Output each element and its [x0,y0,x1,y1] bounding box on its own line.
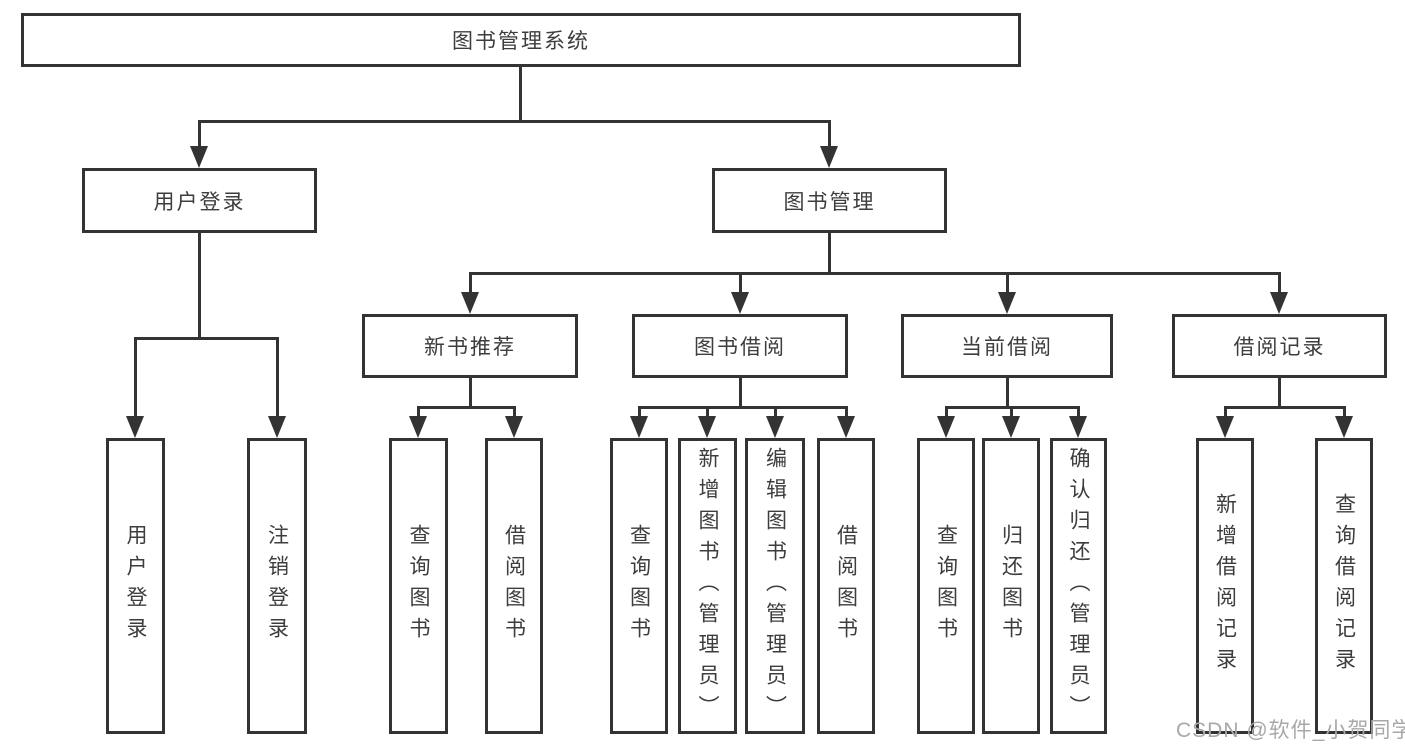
leaf-return-books: 归还图书 [982,438,1040,734]
connector-bus-user-login [134,337,279,340]
arrow-down-icon [1069,416,1087,438]
connector-line [276,337,279,417]
node-label: 查询图书 [934,524,958,648]
arrow-down-icon [998,292,1016,314]
connector-trunk [739,378,742,406]
leaf-logout: 注销登录 [247,438,307,734]
leaf-query-books-current: 查询图书 [917,438,975,734]
arrow-down-icon [837,416,855,438]
connector-line [1278,272,1281,294]
node-label: 归还图书 [999,524,1023,648]
node-user-login: 用户登录 [82,168,317,233]
connector-line [945,406,948,418]
leaf-borrow-books-recommendation: 借阅图书 [485,438,543,734]
connector-line [1224,406,1227,418]
leaf-query-borrowing-record: 查询借阅记录 [1315,438,1373,734]
connector-bus [1224,406,1346,409]
node-label: 借阅图书 [834,524,858,648]
leaf-user-login: 用户登录 [106,438,165,734]
leaf-borrow-books-borrowing: 借阅图书 [817,438,875,734]
connector-line [638,406,641,418]
arrow-down-icon [630,416,648,438]
connector-trunk-user-login [198,233,201,340]
connector-bus-level3 [469,272,1281,275]
connector-line [469,272,472,294]
arrow-down-icon [1002,416,1020,438]
connector-line [1077,406,1080,418]
connector-line [845,406,848,418]
node-label: 借阅记录 [1233,336,1326,359]
node-label: 新书推荐 [424,336,516,359]
arrow-down-icon [268,416,286,438]
arrow-down-icon [766,416,784,438]
arrow-down-icon [126,416,144,438]
leaf-query-books-recommendation: 查询图书 [389,438,448,734]
node-label: 图书管理系统 [452,30,590,53]
leaf-query-books-borrowing: 查询图书 [610,438,668,734]
connector-bus [417,406,516,409]
connector-line [706,406,709,418]
connector-trunk [1006,378,1009,406]
connector-line [1010,406,1013,418]
node-label: 用户登录 [153,190,246,214]
node-label: 查询图书 [407,524,430,648]
node-current-borrowing: 当前借阅 [901,314,1113,378]
node-book-management: 图书管理 [712,168,947,233]
node-label: 注销登录 [265,524,289,648]
connector-line [513,406,516,418]
arrow-down-icon [820,146,838,168]
arrow-down-icon [698,416,716,438]
arrow-down-icon [937,416,955,438]
connector-trunk-book-management [828,233,831,274]
connector-line [828,120,831,148]
node-label: 查询图书 [627,524,651,648]
node-label: 查询借阅记录 [1332,493,1356,679]
connector-trunk-root [519,67,522,123]
node-library-management-system: 图书管理系统 [21,13,1021,67]
watermark: CSDN @软件_小贺同学 [1176,719,1405,742]
node-label: 用户登录 [124,524,147,648]
arrow-down-icon [190,146,208,168]
arrow-down-icon [731,292,749,314]
connector-line [739,272,742,294]
node-new-book-recommendation: 新书推荐 [362,314,578,378]
connector-trunk [469,378,472,406]
node-label: 新增借阅记录 [1213,493,1237,679]
connector-line [134,337,137,417]
connector-line [417,406,420,418]
arrow-down-icon [1335,416,1353,438]
node-label: 当前借阅 [961,336,1053,359]
connector-bus [638,406,848,409]
arrow-down-icon [1270,292,1288,314]
node-label: 图书管理 [783,190,876,214]
connector-line [774,406,777,418]
arrow-down-icon [505,416,523,438]
leaf-confirm-return-admin: 确认归还（管理员） [1050,438,1107,734]
connector-line [1006,272,1009,294]
node-label: 新增图书（管理员） [696,446,719,726]
arrow-down-icon [1216,416,1234,438]
node-borrowing-records: 借阅记录 [1172,314,1387,378]
leaf-add-book-admin: 新增图书（管理员） [678,438,737,734]
arrow-down-icon [409,416,427,438]
leaf-edit-book-admin: 编辑图书（管理员） [745,438,805,734]
arrow-down-icon [461,292,479,314]
node-label: 确认归还（管理员） [1067,446,1090,726]
node-label: 图书借阅 [694,336,786,359]
connector-line [1343,406,1346,418]
connector-trunk [1278,378,1281,406]
node-label: 借阅图书 [502,524,526,648]
leaf-add-borrowing-record: 新增借阅记录 [1196,438,1254,734]
connector-line [198,120,201,148]
node-book-borrowing: 图书借阅 [632,314,848,378]
node-label: 编辑图书（管理员） [763,446,787,726]
connector-bus-level2 [198,120,831,123]
